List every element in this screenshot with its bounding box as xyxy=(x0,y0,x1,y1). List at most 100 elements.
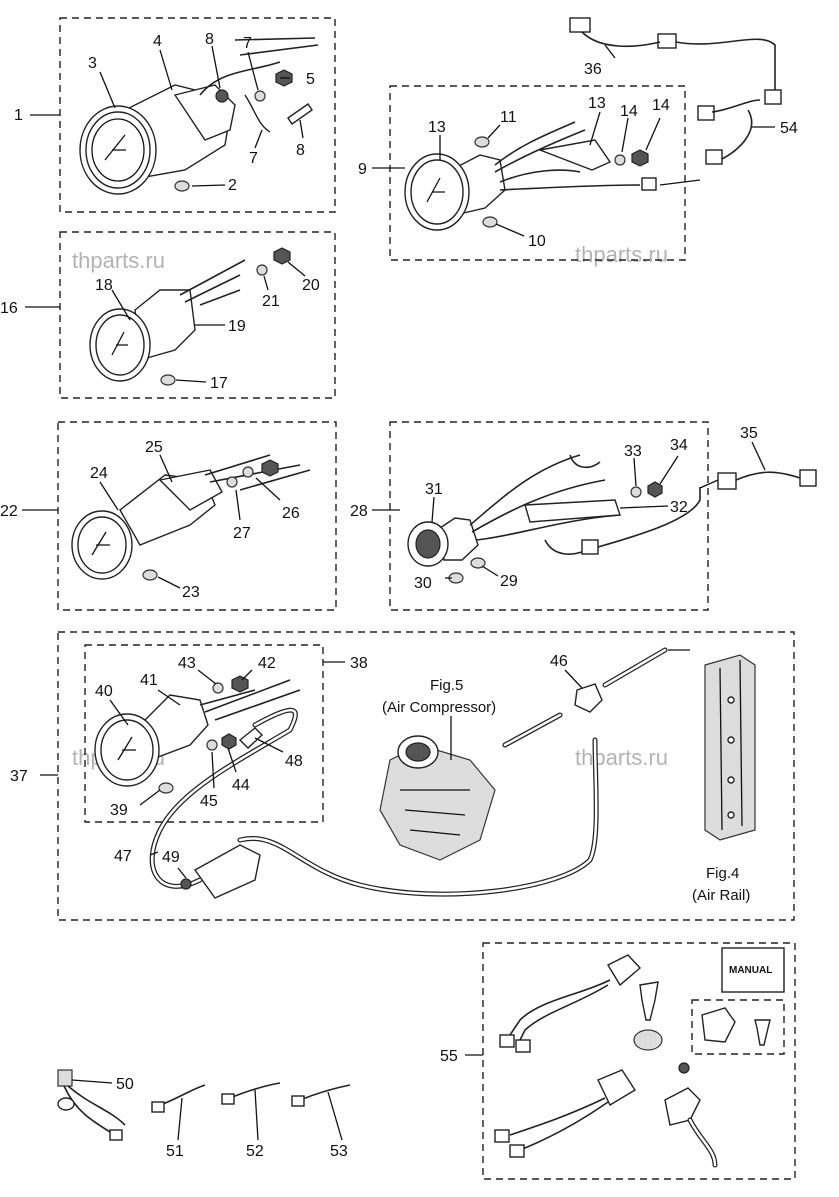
callout-11: 11 xyxy=(500,109,517,126)
callout-8b: 8 xyxy=(296,142,305,159)
callout-40: 40 xyxy=(95,683,113,700)
callout-31: 31 xyxy=(425,481,443,498)
group-1-gauge-assembly xyxy=(59,17,336,213)
callout-53: 53 xyxy=(330,1143,348,1160)
screw xyxy=(754,1019,771,1046)
group-28-box xyxy=(389,421,709,611)
jumper-terminal xyxy=(291,1095,305,1107)
tee-fitting xyxy=(574,683,603,713)
jumper-terminal xyxy=(151,1101,165,1113)
group-16-gauge-assembly xyxy=(59,231,336,399)
callout-29: 29 xyxy=(500,573,518,590)
jumper-terminal xyxy=(221,1093,235,1105)
callout-1: 1 xyxy=(14,107,23,124)
group-22-box xyxy=(57,421,337,611)
callout-32: 32 xyxy=(670,499,688,516)
fig5-subtitle: (Air Compressor) xyxy=(382,699,496,716)
group-38-box xyxy=(84,644,324,823)
grommet xyxy=(633,1029,663,1051)
callout-41: 41 xyxy=(140,672,158,689)
nut-icon xyxy=(273,247,291,265)
callout-48: 48 xyxy=(285,753,303,770)
bulb xyxy=(158,782,174,794)
callout-52: 52 xyxy=(246,1143,264,1160)
callout-43: 43 xyxy=(178,655,196,672)
callout-6: 7 xyxy=(243,35,252,52)
callout-26: 26 xyxy=(282,505,300,522)
callout-25: 25 xyxy=(145,439,163,456)
washer xyxy=(242,466,254,478)
sensor-fitting xyxy=(664,1087,701,1126)
callout-50: 50 xyxy=(116,1076,134,1093)
callout-27: 27 xyxy=(233,525,251,542)
bracket-detail-box xyxy=(691,999,785,1055)
callout-8: 8 xyxy=(205,31,214,48)
callout-7: 7 xyxy=(249,150,258,167)
bracket xyxy=(158,469,223,511)
washer xyxy=(254,90,266,102)
group-9-box xyxy=(389,85,686,261)
bracket xyxy=(537,139,612,171)
gauge-face xyxy=(415,529,441,559)
callout-34: 34 xyxy=(670,437,688,454)
callout-20: 20 xyxy=(302,277,320,294)
connector xyxy=(799,469,817,487)
callout-42: 42 xyxy=(258,655,276,672)
terminal xyxy=(515,1039,531,1053)
bulb-socket xyxy=(57,1069,73,1087)
connector-plug xyxy=(639,981,659,1021)
callout-9: 9 xyxy=(358,161,367,178)
harness-35 xyxy=(699,469,817,490)
manual-label: MANUAL xyxy=(729,965,772,976)
terminal xyxy=(287,103,313,125)
air-system xyxy=(149,647,756,899)
callout-36: 36 xyxy=(584,61,602,78)
connector xyxy=(705,149,723,165)
fitting xyxy=(238,727,264,749)
connector xyxy=(607,954,642,987)
callout-49: 49 xyxy=(162,849,180,866)
manual-booklet xyxy=(721,947,785,993)
bracket xyxy=(701,1007,736,1043)
callout-22: 22 xyxy=(0,503,18,520)
group-55-kit: MANUAL xyxy=(482,942,796,1180)
callout-17: 17 xyxy=(210,375,228,392)
air-compressor xyxy=(379,744,496,861)
washer xyxy=(630,486,642,498)
callout-24: 24 xyxy=(90,465,108,482)
loose-parts xyxy=(57,1069,351,1141)
callout-16: 16 xyxy=(0,300,18,317)
connector xyxy=(717,472,737,490)
fig4-title: Fig.4 xyxy=(706,865,739,882)
nut-icon xyxy=(231,675,249,693)
bulb xyxy=(142,569,158,581)
callout-54: 54 xyxy=(780,120,798,137)
group-37-box xyxy=(57,631,795,921)
clip xyxy=(180,878,192,890)
watermark: thparts.ru xyxy=(575,745,668,770)
spring xyxy=(212,682,224,694)
callout-21: 21 xyxy=(262,293,280,310)
connector xyxy=(657,33,677,49)
socket xyxy=(482,216,498,228)
connector xyxy=(641,177,657,191)
callout-33: 33 xyxy=(624,443,642,460)
terminal xyxy=(509,1144,525,1158)
callout-45: 45 xyxy=(200,793,218,810)
callout-23: 23 xyxy=(182,584,200,601)
callout-37: 37 xyxy=(10,768,28,785)
group-16-box xyxy=(59,231,336,399)
watermark: thparts.ru xyxy=(575,242,668,267)
air-rail xyxy=(704,654,756,841)
group-9-gauge-assembly xyxy=(389,85,686,261)
callout-30: 30 xyxy=(414,575,432,592)
connector xyxy=(597,1069,636,1106)
callout-44: 44 xyxy=(232,777,250,794)
terminal xyxy=(499,1034,515,1048)
socket xyxy=(470,557,486,569)
fig5-title: Fig.5 xyxy=(430,677,463,694)
callout-15: 14 xyxy=(620,103,638,120)
washer xyxy=(256,264,268,276)
callout-18: 18 xyxy=(95,277,113,294)
